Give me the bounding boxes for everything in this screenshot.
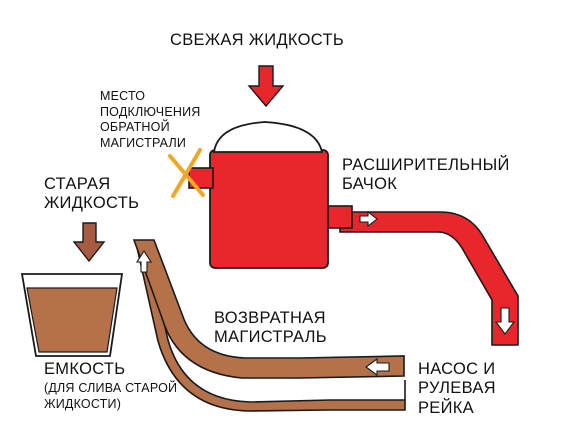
expansion-tank-line-2: БАЧОК <box>342 175 398 194</box>
old-fluid-line-2: ЖИДКОСТЬ <box>44 194 140 213</box>
connection-point-line-2: ПОДКЛЮЧЕНИЯ <box>100 104 201 119</box>
return-line-line-1: ВОЗВРАТНАЯ <box>214 309 326 327</box>
fresh-fluid-arrow-icon <box>247 65 285 108</box>
pump-line-3: РЕЙКА <box>418 398 474 417</box>
expansion-tank-body <box>209 149 329 269</box>
pump-label: НАСОС И РУЛЕВАЯ РЕЙКА <box>418 360 496 418</box>
connection-point-line-4: МАГИСТРАЛИ <box>100 135 187 150</box>
connection-point-line-1: МЕСТО <box>100 89 146 103</box>
pump-line-2: РУЛЕВАЯ <box>418 379 496 398</box>
return-line-line-2: МАГИСТРАЛЬ <box>214 328 327 347</box>
old-fluid-arrow-icon <box>72 222 106 263</box>
expansion-tank-label: РАСШИРИТЕЛЬНЫЙ БАЧОК <box>342 156 510 195</box>
pump-inlet-arrow-icon <box>494 307 516 335</box>
return-inlet-arrow-icon <box>135 249 153 273</box>
supply-line-hose <box>339 211 519 346</box>
cross-icon <box>168 148 205 198</box>
container-note-line-1: (ДЛЯ СЛИВА СТАРОЙ <box>44 381 178 395</box>
expansion-tank-cap <box>212 121 324 153</box>
tank-outlet-pipe <box>325 205 353 229</box>
container-fluid <box>26 287 118 353</box>
container-note-label: (ДЛЯ СЛИВА СТАРОЙ ЖИДКОСТИ) <box>44 381 177 412</box>
connection-point-label: МЕСТО ПОДКЛЮЧЕНИЯ ОБРАТНОЙ МАГИСТРАЛИ <box>100 89 201 152</box>
expansion-tank-line-1: РАСШИРИТЕЛЬНЫЙ <box>342 156 510 174</box>
old-fluid-line-1: СТАРАЯ <box>44 175 111 193</box>
tank-outlet-arrow-icon <box>359 210 378 228</box>
container-label: ЕМКОСТЬ <box>44 360 126 378</box>
return-line-label: ВОЗВРАТНАЯ МАГИСТРАЛЬ <box>214 309 327 348</box>
pump-line-1: НАСОС И <box>418 360 496 378</box>
return-outlet-arrow-icon <box>365 357 390 377</box>
connection-point-line-3: ОБРАТНОЙ <box>100 120 170 135</box>
fresh-fluid-label: СВЕЖАЯ ЖИДКОСТЬ <box>170 31 344 49</box>
container-note-line-2: ЖИДКОСТИ) <box>44 396 122 411</box>
old-fluid-label: СТАРАЯ ЖИДКОСТЬ <box>44 175 139 214</box>
